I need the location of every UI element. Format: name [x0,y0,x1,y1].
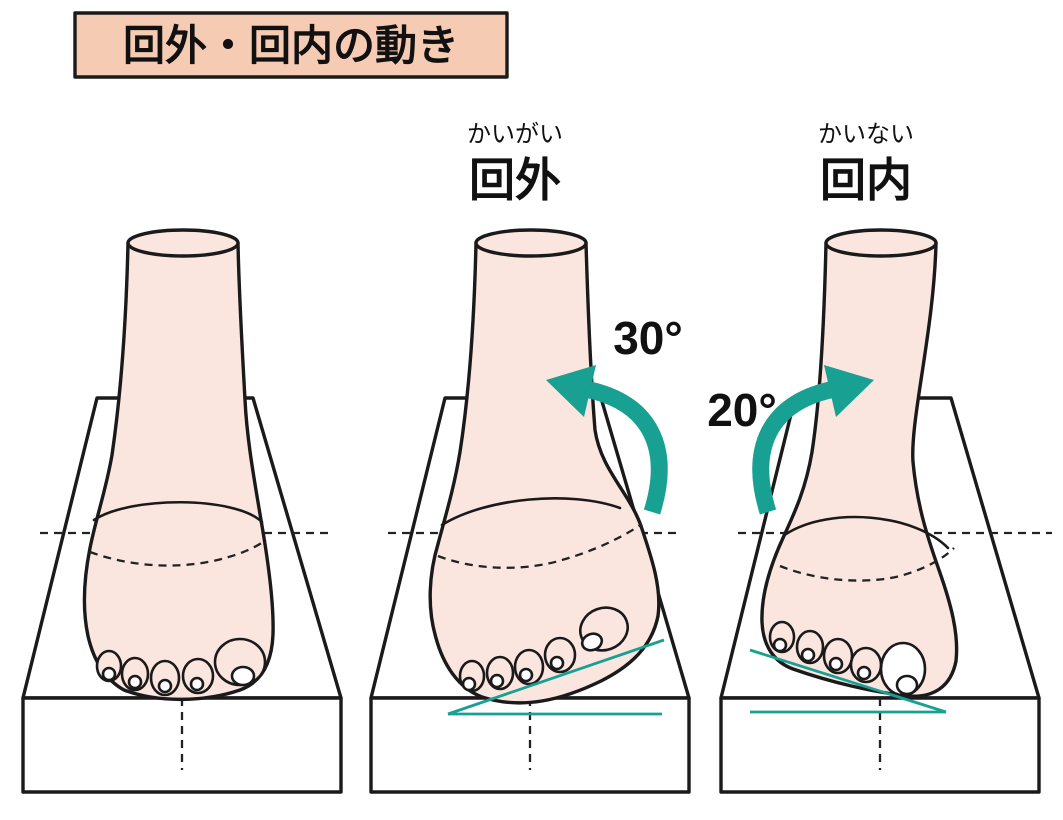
rotation-arrowhead-pronation-icon [824,365,874,417]
toenail [157,678,173,694]
figure-pronation: かいない 回内 20° [707,121,1052,794]
toenail [549,655,565,671]
rotation-arrowhead-supination-icon [546,365,596,417]
toenail [461,676,477,692]
toenail [828,656,844,672]
toenail [230,665,256,687]
rotation-arrow-pronation-icon [752,381,833,515]
toenail [856,665,872,681]
label-supination: 回外 [469,154,561,206]
toenail [101,666,117,682]
leg-top-ellipse [126,228,240,258]
instep-contour [440,497,622,527]
rotation-arrow-supination-icon [587,381,668,515]
furigana-supination: かいがい [467,121,563,148]
foot-tilted-supination [428,241,661,705]
toenail [489,673,505,689]
leg-top-ellipse [474,228,588,258]
toenail [895,674,919,696]
arch-hidden-line [89,539,267,567]
toenail [127,674,143,690]
label-pronation: 回内 [820,154,912,206]
toenail [518,667,534,683]
furigana-pronation: かいない [818,121,914,148]
angle-label-supination: 30° [613,312,683,364]
arch-hidden-line [779,547,955,582]
title-box: 回外・回内の動き [73,11,509,79]
page-title: 回外・回内の動き [123,22,459,69]
leg-top-ellipse [824,228,938,258]
arch-hidden-line [437,523,643,569]
angle-wedge-sole-line [749,648,947,714]
foot-tilted-pronation [760,241,959,698]
toenail [189,676,205,692]
instep-contour [92,500,264,524]
title-box-background [73,11,509,79]
figure-neutral [21,228,343,794]
toenail [772,637,788,653]
toenail [580,632,604,652]
angle-label-pronation: 20° [707,384,777,436]
instep-contour [784,515,950,550]
foot [82,241,275,702]
toenail [800,647,816,663]
figure-supination: かいがい 回外 30° [369,121,691,794]
angle-wedge-sole-line [447,638,665,716]
